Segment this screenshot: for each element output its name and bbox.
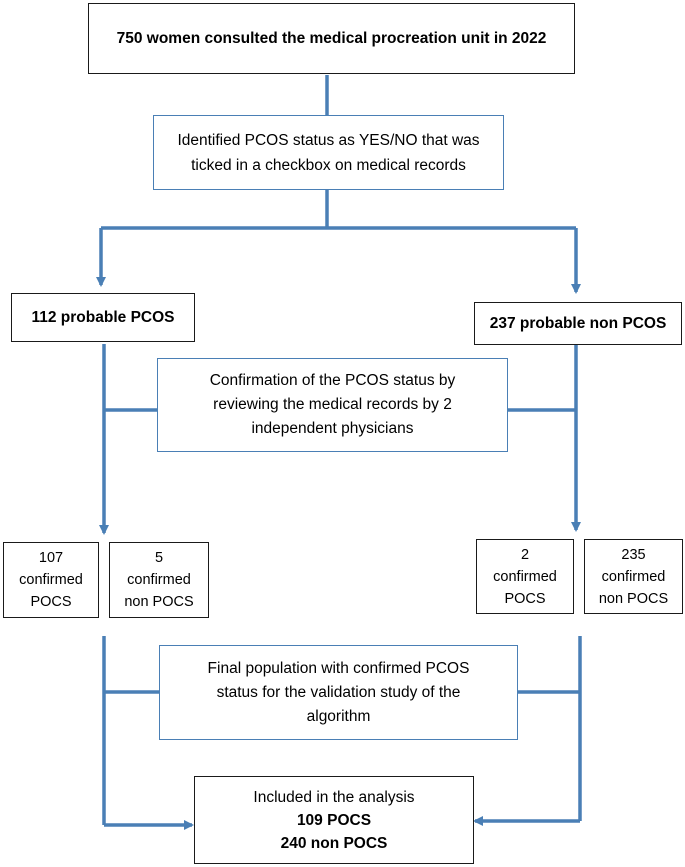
box-included-non-pcos-count: 240 non POCS — [280, 834, 388, 852]
box-right-non-confirmed-count: 235 — [621, 546, 646, 563]
box-left-non-confirmed-count: 5 — [154, 550, 164, 566]
box-included-title: Included in the analysis — [253, 788, 415, 806]
box-right-confirmed-non-pcos: 235 confirmed non POCS — [584, 539, 683, 614]
box-identified-pcos: Identified PCOS status as YES/NO that wa… — [153, 115, 504, 190]
box-left-confirmed-label: confirmed — [19, 572, 83, 588]
box-right-non-confirmed-label: confirmed — [601, 568, 666, 585]
box-identified-line-1: Identified PCOS status as YES/NO that wa… — [177, 131, 480, 149]
box-left-non-confirmed-label: confirmed — [127, 572, 191, 588]
box-probable-pcos: 112 probable PCOS — [11, 293, 195, 342]
box-confirmation-line-1: Confirmation of the PCOS status by — [209, 372, 456, 389]
box-right-confirmed-type: POCS — [504, 590, 546, 607]
box-total-women-text: 750 women consulted the medical procreat… — [116, 29, 547, 47]
box-final-line-2: status for the validation study of the — [216, 683, 461, 701]
box-left-confirmed-type: POCS — [30, 594, 72, 610]
box-left-confirmed-pcos: 107 confirmed POCS — [3, 542, 99, 618]
box-right-confirmed-pcos: 2 confirmed POCS — [476, 539, 574, 614]
box-left-confirmed-non-pcos: 5 confirmed non POCS — [109, 542, 209, 618]
box-final-line-1: Final population with confirmed PCOS — [207, 659, 470, 677]
box-confirmation: Confirmation of the PCOS status by revie… — [157, 358, 508, 452]
box-probable-non-pcos-text: 237 probable non PCOS — [489, 314, 667, 332]
box-confirmation-line-2: reviewing the medical records by 2 — [213, 396, 452, 413]
box-probable-non-pcos: 237 probable non PCOS — [474, 302, 682, 345]
box-confirmation-line-3: independent physicians — [251, 420, 414, 437]
box-final-population: Final population with confirmed PCOS sta… — [159, 645, 518, 740]
box-left-non-confirmed-type: non POCS — [124, 594, 194, 610]
box-left-confirmed-count: 107 — [38, 550, 64, 566]
box-probable-pcos-text: 112 probable PCOS — [31, 308, 175, 326]
box-right-confirmed-count: 2 — [520, 546, 530, 563]
box-right-confirmed-label: confirmed — [493, 568, 557, 585]
box-included-pcos-count: 109 POCS — [296, 811, 372, 829]
box-identified-line-2: ticked in a checkbox on medical records — [191, 156, 466, 174]
box-total-women: 750 women consulted the medical procreat… — [88, 3, 575, 74]
box-included-analysis: Included in the analysis 109 POCS 240 no… — [194, 776, 474, 864]
box-final-line-3: algorithm — [306, 707, 371, 725]
box-right-non-confirmed-type: non POCS — [598, 590, 669, 607]
